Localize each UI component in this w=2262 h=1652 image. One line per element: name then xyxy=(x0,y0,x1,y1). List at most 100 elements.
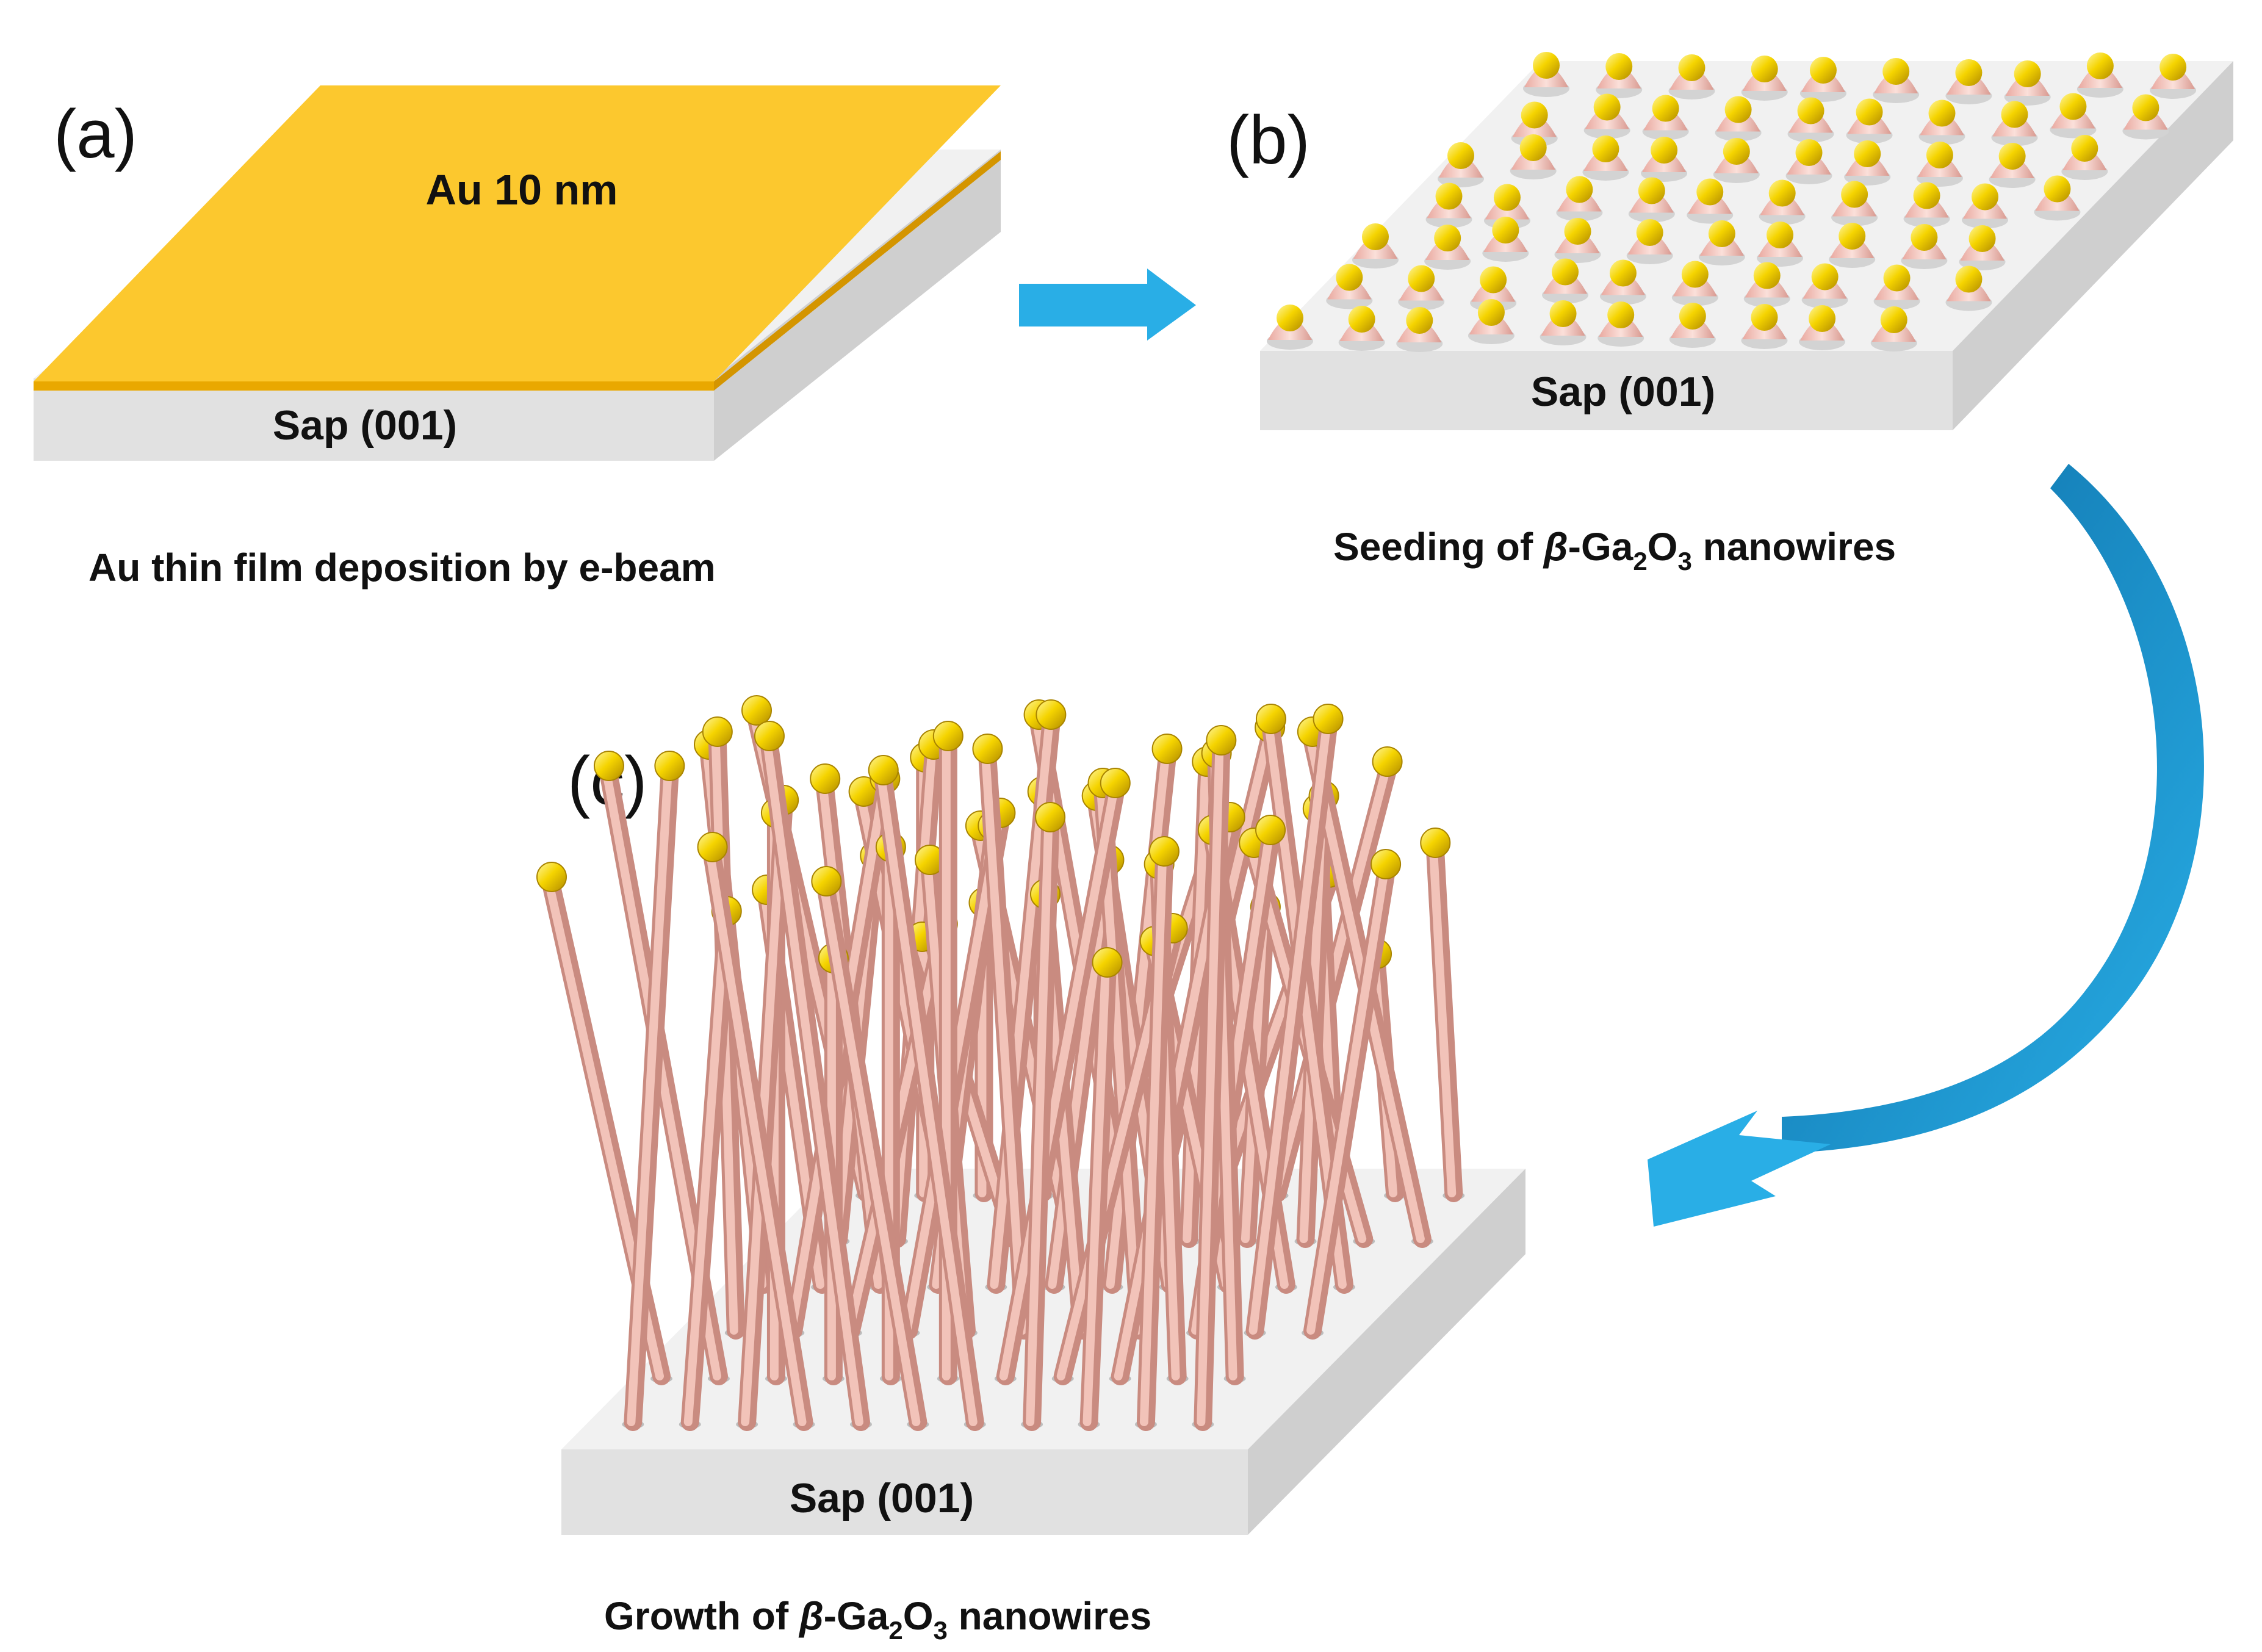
au-seed-28 xyxy=(1989,143,2036,188)
au-seed-12 xyxy=(1642,95,1689,140)
au-seed-43 xyxy=(1554,218,1601,263)
au-seed-60 xyxy=(1267,305,1313,350)
nanowire-43 xyxy=(1302,849,1402,1340)
nanowire-61 xyxy=(868,755,986,1431)
nanowire-55 xyxy=(622,751,685,1431)
nanowire-64 xyxy=(1134,836,1180,1431)
au-seed-53 xyxy=(1542,258,1589,304)
au-seed-69 xyxy=(1870,306,1917,352)
panel-b-caption: Seeding of β-Ga2O3 nanowires xyxy=(1333,525,1896,575)
au-seed-34 xyxy=(1687,178,1734,224)
au-seed-63 xyxy=(1468,299,1515,344)
substrate-b-label: Sap (001) xyxy=(1531,369,1715,415)
film-thickness-label: Au 10 nm xyxy=(425,166,618,214)
au-seed-37 xyxy=(1903,182,1950,228)
au-seed-29 xyxy=(2061,135,2108,180)
au-seed-45 xyxy=(1698,220,1745,265)
au-seed-67 xyxy=(1741,304,1788,349)
panel-a-caption: Au thin film deposition by e-beam xyxy=(88,546,716,590)
nanowire-58 xyxy=(697,832,815,1431)
au-seed-24 xyxy=(1713,138,1760,183)
caption-b-prefix: Seeding of xyxy=(1333,525,1544,569)
caption-c-o: O xyxy=(903,1594,934,1638)
panel-a-letter: (a) xyxy=(54,96,137,172)
au-seed-55 xyxy=(1671,261,1718,306)
au-seed-15 xyxy=(1846,98,1893,144)
au-seed-32 xyxy=(1556,176,1603,222)
au-seed-30 xyxy=(1425,182,1472,228)
au-seed-36 xyxy=(1831,181,1878,226)
au-seed-18 xyxy=(2050,93,2097,139)
caption-b-ga: -Ga xyxy=(1568,525,1633,569)
au-seed-56 xyxy=(1743,262,1790,308)
au-seed-8 xyxy=(2077,52,2123,98)
au-seed-9 xyxy=(2150,54,2197,99)
au-seed-59 xyxy=(1945,265,1992,311)
au-seed-19 xyxy=(2122,94,2169,140)
au-seed-35 xyxy=(1759,179,1806,225)
au-seed-61 xyxy=(1338,306,1385,351)
au-seed-0 xyxy=(1523,52,1569,97)
au-seed-46 xyxy=(1757,222,1804,267)
nanowire-10 xyxy=(1420,828,1465,1202)
au-seed-5 xyxy=(1873,58,1920,103)
caption-b-o: O xyxy=(1648,525,1678,569)
caption-c-ga: -Ga xyxy=(824,1594,889,1638)
au-seed-66 xyxy=(1669,303,1716,348)
au-seed-41 xyxy=(1424,225,1471,270)
au-seed-40 xyxy=(1352,223,1399,269)
nanowire-50 xyxy=(994,768,1131,1385)
au-seed-6 xyxy=(1945,59,1992,104)
substrate-a-label: Sap (001) xyxy=(273,402,457,449)
nanowire-65 xyxy=(1192,725,1237,1431)
au-seed-1 xyxy=(1596,53,1643,98)
au-seed-38 xyxy=(1961,183,2008,229)
curved-arrow-icon xyxy=(1648,464,2204,1227)
au-seed-2 xyxy=(1668,54,1715,99)
gold-film xyxy=(34,85,1001,391)
nanowire-60 xyxy=(811,866,929,1431)
au-seed-50 xyxy=(1326,264,1373,309)
au-seed-39 xyxy=(2034,175,2081,221)
caption-b-sub3: 3 xyxy=(1677,547,1691,575)
caption-b-beta: β xyxy=(1543,525,1568,569)
au-seed-64 xyxy=(1540,300,1587,345)
au-seed-25 xyxy=(1785,139,1832,184)
au-seed-3 xyxy=(1741,56,1788,101)
panel-a: (a) Au 10 nm Sap (001) Au thin film depo… xyxy=(34,85,1001,590)
caption-c-sub2: 2 xyxy=(888,1616,902,1645)
au-seed-62 xyxy=(1396,307,1443,352)
panel-b-letter: (b) xyxy=(1226,102,1310,178)
nanowire-59 xyxy=(754,721,872,1431)
au-seed-52 xyxy=(1470,266,1517,312)
au-seed-16 xyxy=(1918,99,1965,145)
nanowire-63 xyxy=(1078,947,1123,1431)
au-seed-11 xyxy=(1583,93,1630,139)
nanowire-array xyxy=(536,695,1465,1431)
caption-c-suffix: nanowires xyxy=(948,1594,1151,1638)
au-seed-57 xyxy=(1801,263,1848,309)
substrate-c-label: Sap (001) xyxy=(790,1475,974,1521)
au-seed-44 xyxy=(1626,219,1673,264)
au-seed-21 xyxy=(1510,134,1557,179)
au-seed-14 xyxy=(1787,97,1834,143)
au-seed-42 xyxy=(1482,217,1529,262)
panel-b: (b) Sap (001) Seeding of β-Ga2O3 nanowir… xyxy=(1226,52,2233,575)
au-seed-51 xyxy=(1398,265,1445,311)
au-seed-68 xyxy=(1799,305,1846,350)
caption-c-sub3: 3 xyxy=(933,1616,947,1645)
au-seed-58 xyxy=(1873,264,1920,310)
au-seed-33 xyxy=(1628,177,1675,223)
au-seed-17 xyxy=(1991,101,2038,146)
panel-c-caption: Growth of β-Ga2O3 nanowires xyxy=(604,1594,1151,1645)
seed-array xyxy=(1267,52,2197,352)
nanowire-38 xyxy=(972,734,1036,1340)
nanowire-62 xyxy=(1021,802,1066,1431)
caption-b-sub2: 2 xyxy=(1633,547,1647,575)
caption-c-prefix: Growth of xyxy=(604,1594,799,1638)
caption-c-beta: β xyxy=(798,1594,824,1638)
right-arrow-icon xyxy=(1019,269,1196,341)
au-seed-22 xyxy=(1582,135,1629,181)
